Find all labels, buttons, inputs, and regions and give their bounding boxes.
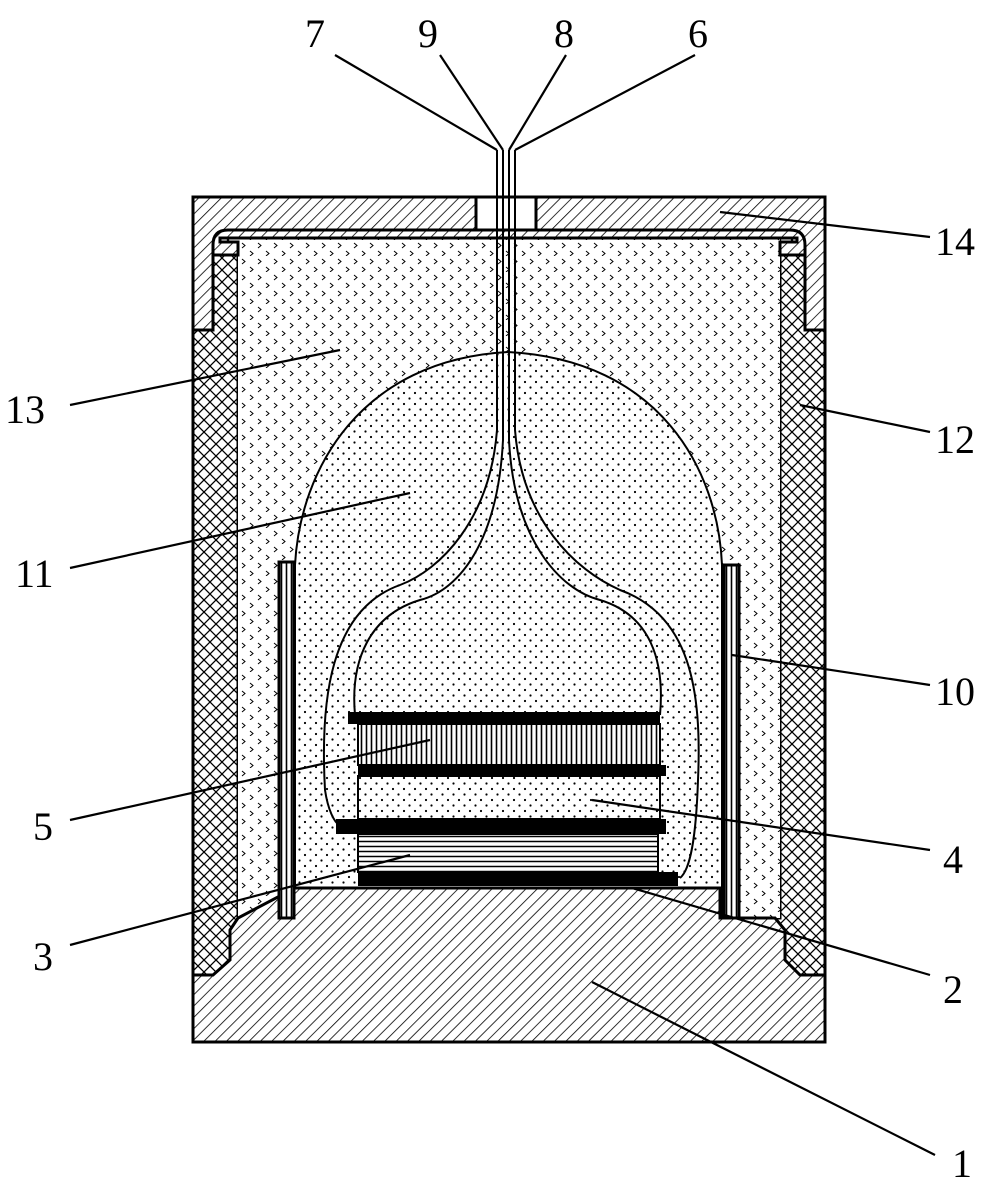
leader-4	[591, 798, 931, 852]
leader-5	[69, 738, 431, 822]
plate-middle	[358, 765, 666, 776]
side-wall-left-part-10	[277, 560, 296, 920]
side-wall-right-part-10	[722, 563, 741, 920]
leader-lines	[69, 54, 936, 1156]
layer-part-4	[357, 775, 661, 820]
plate-part-2	[358, 872, 678, 886]
wire-part-8	[508, 150, 662, 716]
label-7: 7	[305, 11, 325, 56]
leader-9	[439, 54, 504, 151]
label-3: 3	[33, 934, 53, 979]
label-13: 13	[5, 387, 45, 432]
label-8: 8	[554, 11, 574, 56]
label-12: 12	[935, 417, 975, 462]
leader-11	[69, 491, 411, 570]
leader-3	[69, 853, 411, 947]
plate-top	[348, 712, 660, 724]
wire-part-7	[322, 150, 498, 827]
label-10: 10	[935, 669, 975, 714]
leader-13	[69, 348, 341, 407]
layer-part-3	[357, 833, 659, 873]
wire-part-6	[514, 150, 700, 879]
label-11: 11	[15, 551, 54, 596]
reference-labels: 7 9 8 6 14 12 10 4 2 1 13 11 5 3	[5, 11, 975, 1186]
label-14: 14	[935, 219, 975, 264]
leader-14	[719, 210, 931, 239]
layer-part-5	[357, 723, 661, 766]
leader-6	[514, 54, 696, 151]
wire-bundle	[322, 150, 700, 879]
label-5: 5	[33, 804, 53, 849]
wire-part-9	[353, 150, 504, 716]
base-part-1	[191, 886, 827, 1044]
feedthrough-hole	[474, 195, 538, 232]
leader-8	[508, 54, 567, 151]
plate-lower	[336, 819, 666, 834]
leader-1	[591, 981, 936, 1156]
label-6: 6	[688, 11, 708, 56]
label-9: 9	[418, 11, 438, 56]
leader-10	[731, 653, 931, 687]
leader-7	[334, 54, 498, 151]
label-4: 4	[943, 837, 963, 882]
leader-2	[631, 886, 931, 977]
label-2: 2	[943, 967, 963, 1012]
label-1: 1	[952, 1141, 972, 1186]
leader-12	[799, 403, 931, 434]
